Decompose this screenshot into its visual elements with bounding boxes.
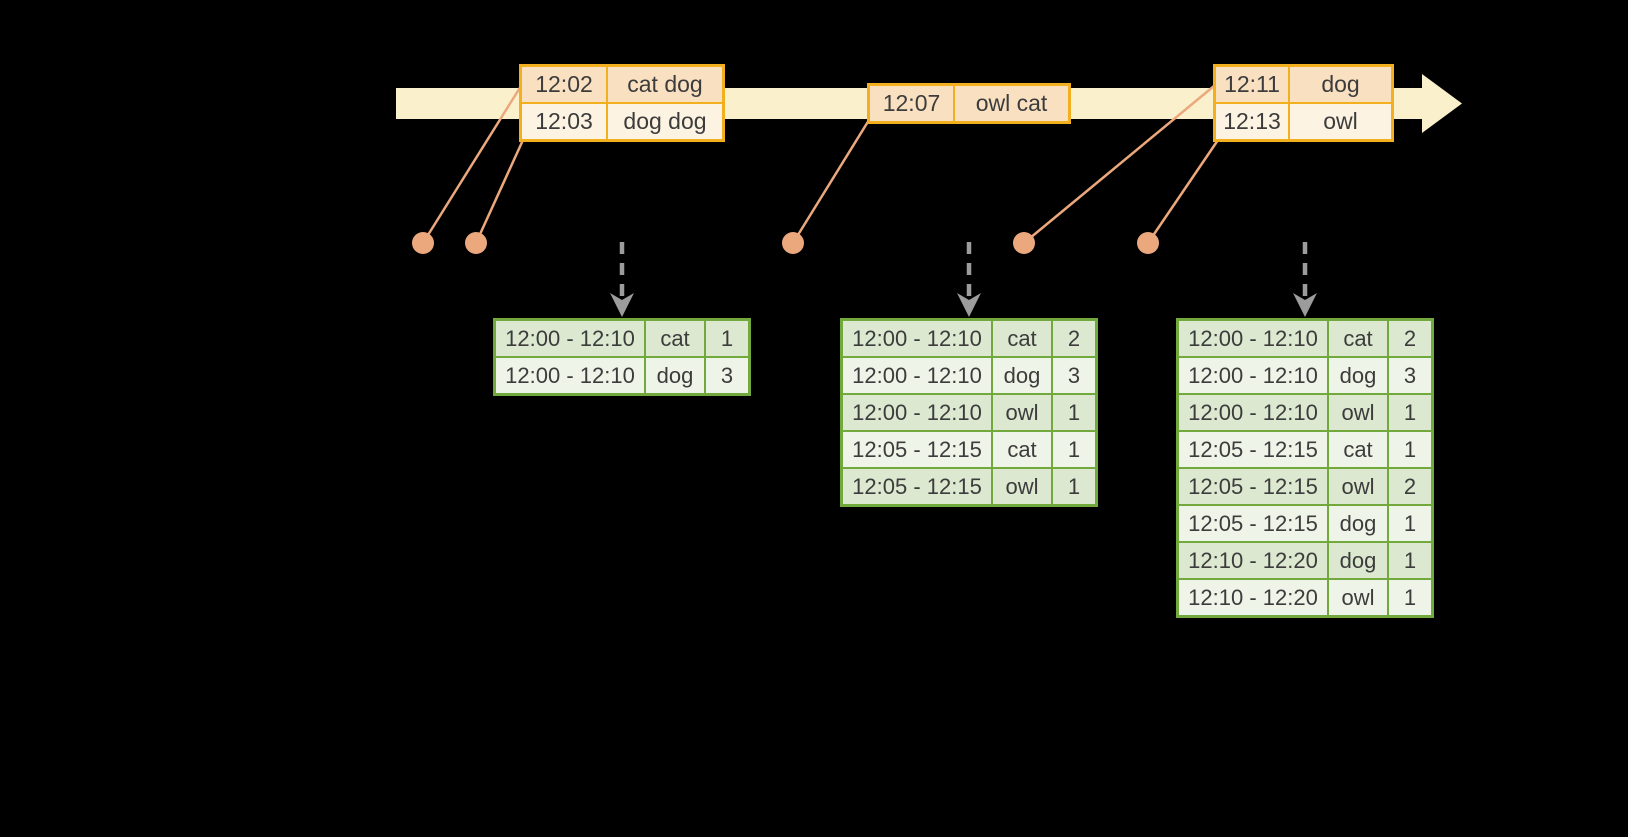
word-cell: owl (1327, 578, 1389, 618)
result-table-2: 12:00 - 12:10 cat 2 12:00 - 12:10 dog 3 … (840, 318, 1098, 507)
count-cell: 2 (1051, 318, 1098, 358)
result-table-1: 12:00 - 12:10 cat 1 12:00 - 12:10 dog 3 (493, 318, 751, 396)
result-row: 12:00 - 12:10 cat 1 (493, 318, 751, 358)
event-connectors (421, 85, 1220, 244)
event-table-1: 12:02 cat dog 12:03 dog dog (519, 64, 725, 142)
word-cell: dog (1327, 541, 1389, 580)
window-cell: 12:00 - 12:10 (840, 356, 993, 395)
word-cell: dog (644, 356, 706, 396)
timeline-arrowhead-icon (1422, 74, 1462, 133)
event-words-cell: owl cat (953, 83, 1071, 124)
word-cell: cat (1327, 318, 1389, 358)
event-dot (465, 232, 487, 254)
word-cell: cat (991, 430, 1053, 469)
event-connector-line (1146, 139, 1220, 244)
result-row: 12:10 - 12:20 dog 1 (1176, 541, 1434, 580)
event-table-2: 12:07 owl cat (867, 83, 1071, 124)
result-row: 12:00 - 12:10 cat 2 (840, 318, 1098, 358)
count-cell: 1 (1387, 393, 1434, 432)
event-connector-line (791, 119, 871, 244)
result-row: 12:00 - 12:10 dog 3 (1176, 356, 1434, 395)
result-row: 12:05 - 12:15 owl 2 (1176, 467, 1434, 506)
word-cell: cat (644, 318, 706, 358)
event-words-cell: dog (1288, 64, 1394, 104)
word-cell: dog (1327, 504, 1389, 543)
result-row: 12:05 - 12:15 cat 1 (840, 430, 1098, 469)
word-cell: owl (1327, 393, 1389, 432)
count-cell: 3 (1387, 356, 1434, 395)
trigger-arrowhead-icon (1293, 293, 1317, 317)
count-cell: 1 (1051, 467, 1098, 507)
window-cell: 12:05 - 12:15 (840, 467, 993, 507)
count-cell: 1 (1051, 393, 1098, 432)
window-cell: 12:05 - 12:15 (1176, 504, 1329, 543)
count-cell: 1 (1051, 430, 1098, 469)
count-cell: 1 (1387, 504, 1434, 543)
event-words-cell: dog dog (606, 102, 725, 142)
count-cell: 1 (1387, 430, 1434, 469)
window-cell: 12:05 - 12:15 (1176, 430, 1329, 469)
result-row: 12:05 - 12:15 owl 1 (840, 467, 1098, 507)
count-cell: 3 (704, 356, 751, 396)
window-cell: 12:00 - 12:10 (840, 393, 993, 432)
window-cell: 12:00 - 12:10 (493, 356, 646, 396)
event-dot (1137, 232, 1159, 254)
word-cell: owl (991, 467, 1053, 507)
window-cell: 12:00 - 12:10 (840, 318, 993, 358)
event-time-cell: 12:13 (1213, 102, 1290, 142)
window-cell: 12:00 - 12:10 (1176, 393, 1329, 432)
count-cell: 1 (1387, 578, 1434, 618)
trigger-arrows (610, 242, 1317, 317)
result-row: 12:00 - 12:10 owl 1 (840, 393, 1098, 432)
result-row: 12:00 - 12:10 cat 2 (1176, 318, 1434, 358)
window-cell: 12:05 - 12:15 (1176, 467, 1329, 506)
result-row: 12:10 - 12:20 owl 1 (1176, 578, 1434, 618)
event-time-cell: 12:02 (519, 64, 608, 104)
window-cell: 12:10 - 12:20 (1176, 541, 1329, 580)
result-table-3: 12:00 - 12:10 cat 2 12:00 - 12:10 dog 3 … (1176, 318, 1434, 618)
word-cell: owl (1327, 467, 1389, 506)
window-cell: 12:00 - 12:10 (1176, 318, 1329, 358)
event-row: 12:02 cat dog (519, 64, 725, 104)
event-connector-line (421, 85, 523, 244)
count-cell: 1 (1387, 541, 1434, 580)
word-cell: dog (1327, 356, 1389, 395)
event-row: 12:13 owl (1213, 102, 1394, 142)
event-time-cell: 12:03 (519, 102, 608, 142)
event-row: 12:11 dog (1213, 64, 1394, 104)
result-row: 12:00 - 12:10 dog 3 (493, 356, 751, 396)
window-cell: 12:00 - 12:10 (1176, 356, 1329, 395)
window-cell: 12:05 - 12:15 (840, 430, 993, 469)
event-dot (412, 232, 434, 254)
event-table-3: 12:11 dog 12:13 owl (1213, 64, 1394, 142)
word-cell: cat (1327, 430, 1389, 469)
window-cell: 12:00 - 12:10 (493, 318, 646, 358)
word-cell: cat (991, 318, 1053, 358)
event-connector-line (474, 139, 525, 244)
event-connector-line (1023, 85, 1215, 244)
word-cell: dog (991, 356, 1053, 395)
event-time-cell: 12:07 (867, 83, 955, 124)
result-row: 12:05 - 12:15 dog 1 (1176, 504, 1434, 543)
window-cell: 12:10 - 12:20 (1176, 578, 1329, 618)
trigger-arrowhead-icon (610, 293, 634, 317)
trigger-arrowhead-icon (957, 293, 981, 317)
result-row: 12:00 - 12:10 owl 1 (1176, 393, 1434, 432)
event-dot (782, 232, 804, 254)
event-dots (412, 232, 1159, 254)
event-row: 12:07 owl cat (867, 83, 1071, 124)
event-time-cell: 12:11 (1213, 64, 1290, 104)
event-words-cell: cat dog (606, 64, 725, 104)
word-cell: owl (991, 393, 1053, 432)
count-cell: 2 (1387, 467, 1434, 506)
count-cell: 2 (1387, 318, 1434, 358)
event-words-cell: owl (1288, 102, 1394, 142)
result-row: 12:05 - 12:15 cat 1 (1176, 430, 1434, 469)
count-cell: 3 (1051, 356, 1098, 395)
count-cell: 1 (704, 318, 751, 358)
result-row: 12:00 - 12:10 dog 3 (840, 356, 1098, 395)
event-row: 12:03 dog dog (519, 102, 725, 142)
event-dot (1013, 232, 1035, 254)
